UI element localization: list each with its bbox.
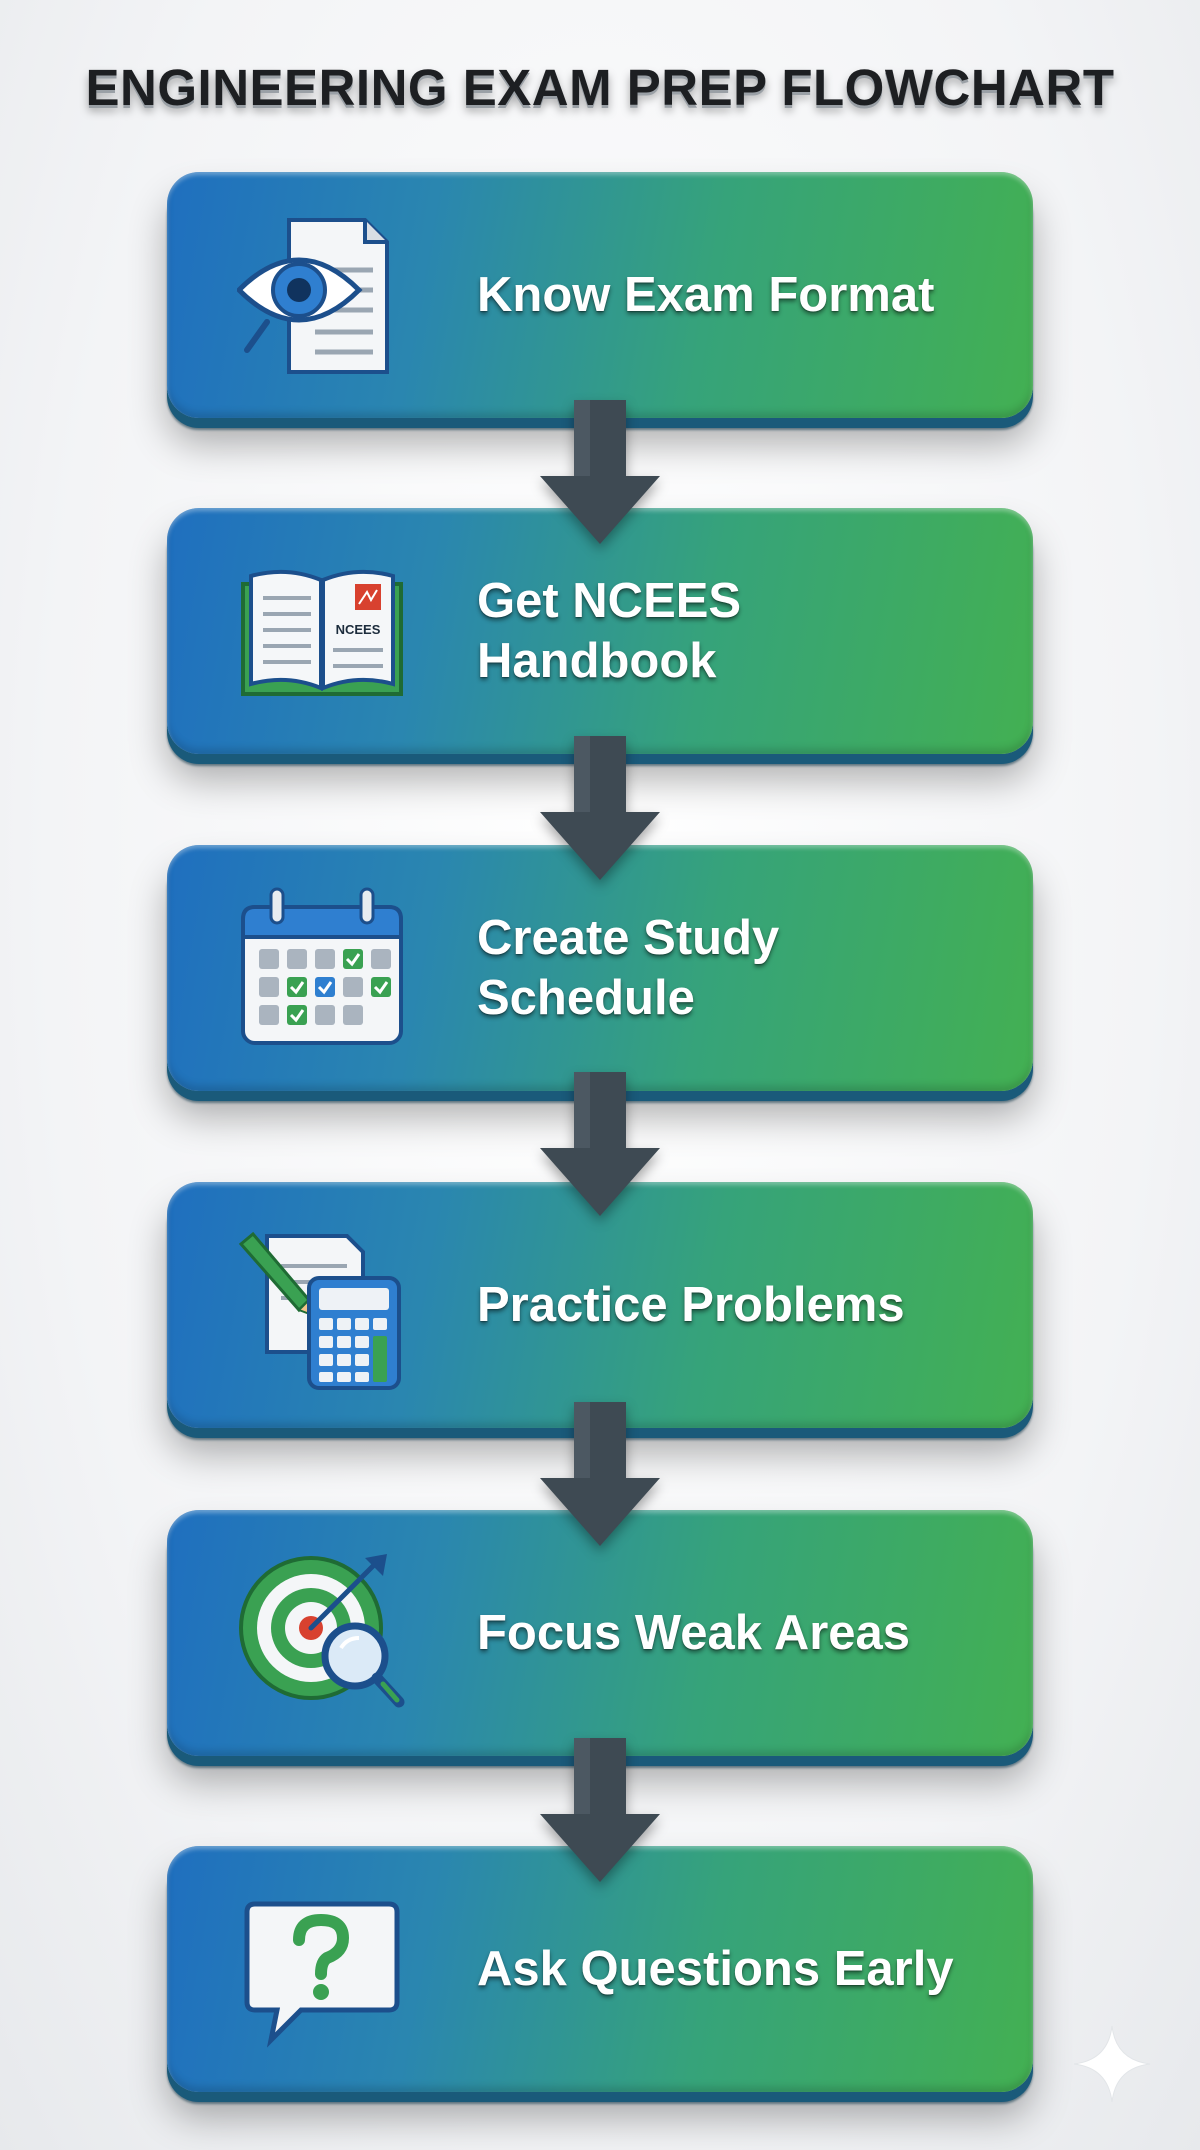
calculator-icon: [238, 1231, 401, 1390]
step-ask-questions-early: Ask Questions Early: [167, 1846, 1033, 2092]
step-focus-weak-areas: Focus Weak Areas: [167, 1510, 1033, 1756]
down-arrow-icon: [540, 400, 660, 544]
document-eye-icon: [237, 218, 389, 374]
target-magnifier-icon: [239, 1554, 405, 1708]
down-arrow-icon: [540, 736, 660, 880]
step-label: Know Exam Format: [477, 268, 935, 322]
question-bubble-icon: [244, 1901, 400, 2048]
down-arrow-icon: [540, 1072, 660, 1216]
calendar-icon: [241, 887, 403, 1045]
step-label: Focus Weak Areas: [477, 1606, 911, 1660]
open-handbook-icon: NCEES: [241, 569, 403, 696]
handbook-cover-text: NCEES: [336, 622, 381, 637]
down-arrow-icon: [540, 1402, 660, 1546]
step-get-ncees-handbook: NCEES Get NCEES Handbook: [167, 508, 1033, 754]
page-title: ENGINEERING EXAM PREP FLOWCHART: [85, 59, 1115, 116]
step-label: Get NCEES Handbook: [477, 574, 742, 688]
step-practice-problems: Practice Problems: [167, 1182, 1033, 1428]
step-know-exam-format: Know Exam Format: [167, 172, 1033, 418]
step-label: Create Study Schedule: [477, 911, 780, 1025]
step-create-study-schedule: Create Study Schedule: [167, 845, 1033, 1091]
step-label: Practice Problems: [477, 1278, 905, 1332]
sparkle-icon: [1073, 2025, 1151, 2103]
down-arrow-icon: [540, 1738, 660, 1882]
step-label: Ask Questions Early: [477, 1942, 954, 1996]
